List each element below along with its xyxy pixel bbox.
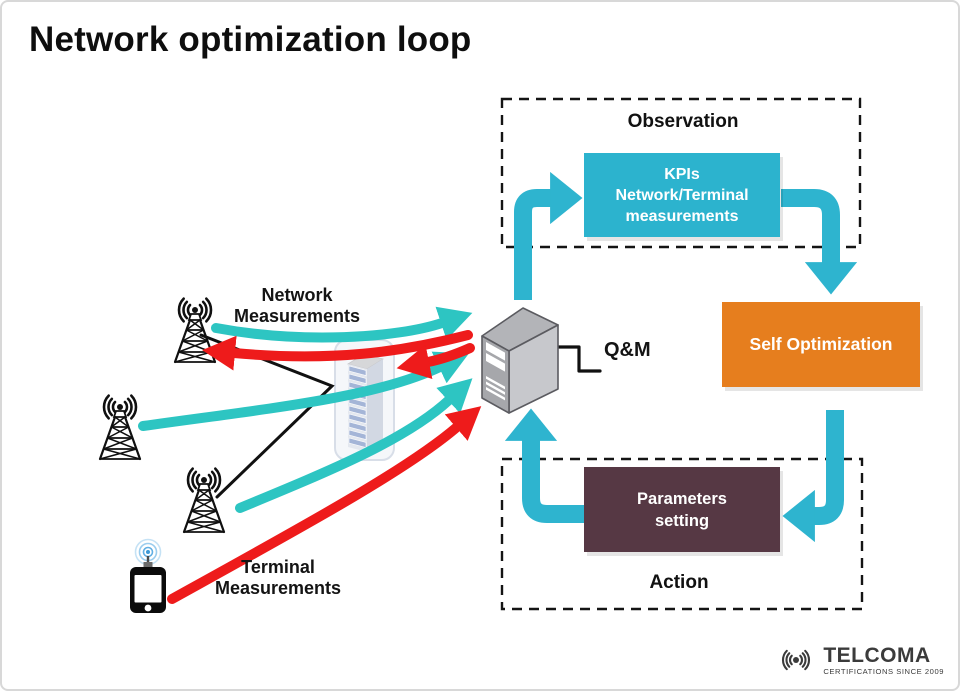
terminal-measurements-line-1: Terminal	[241, 557, 315, 577]
cell-tower-icon-3	[182, 467, 226, 534]
parameters-line-1: Parameters	[637, 489, 727, 508]
parameters-line-2: setting	[654, 511, 710, 530]
server-tower-icon	[481, 307, 559, 414]
cell-tower-icon-2	[98, 394, 142, 461]
observation-dashed-box	[500, 97, 862, 249]
loop-arrow-selfopt-to-action	[782, 410, 844, 543]
page-title: Network optimization loop	[29, 20, 472, 59]
radio-waves-icon	[782, 649, 811, 671]
self-optimization-box: Self Optimization	[722, 302, 920, 387]
logo-tagline: CERTIFICATIONS SINCE 2009	[823, 666, 944, 676]
network-measurements-label: Network Measurements	[234, 285, 360, 327]
action-dashed-box	[500, 457, 864, 611]
network-measurements-line-1: Network	[261, 285, 333, 305]
network-measurement-arrow-2	[138, 351, 469, 431]
network-measurement-arrow-1	[211, 306, 473, 343]
setting-arrow-short	[396, 343, 475, 379]
terminal-measurements-label: Terminal Measurements	[215, 557, 341, 599]
telcoma-logo: TELCOMA CERTIFICATIONS SINCE 2009	[773, 641, 944, 679]
network-measurements-line-2: Measurements	[233, 306, 361, 326]
action-label: Action	[649, 572, 709, 593]
terminal-measurement-arrow	[167, 406, 482, 604]
cell-tower-icon-1	[173, 297, 217, 364]
terminal-measurements-line-2: Measurements	[214, 578, 342, 598]
kpi-line-1: KPIs	[664, 165, 700, 183]
loop-arrow-observation-to-selfopt	[781, 189, 858, 295]
qm-cable	[557, 345, 602, 373]
parameters-setting-box: Parameters setting	[584, 467, 780, 552]
qm-server-label: Q&M	[604, 339, 651, 361]
logo-name: TELCOMA	[823, 643, 931, 667]
self-optimization-label: Self Optimization	[749, 334, 893, 354]
kpi-line-3: measurements	[625, 207, 739, 225]
loop-arrow-server-to-observation	[514, 171, 583, 300]
kpi-line-2: Network/Terminal	[615, 186, 749, 204]
smartphone-icon	[128, 538, 168, 615]
kpi-measurements-box: KPIs Network/Terminal measurements	[584, 153, 780, 237]
network-measurement-arrow-3	[235, 378, 473, 513]
server-rack-icon	[334, 339, 395, 461]
setting-arrow-to-tower	[202, 330, 473, 371]
loop-arrow-action-to-server	[504, 408, 584, 523]
observation-label: Observation	[627, 111, 739, 132]
